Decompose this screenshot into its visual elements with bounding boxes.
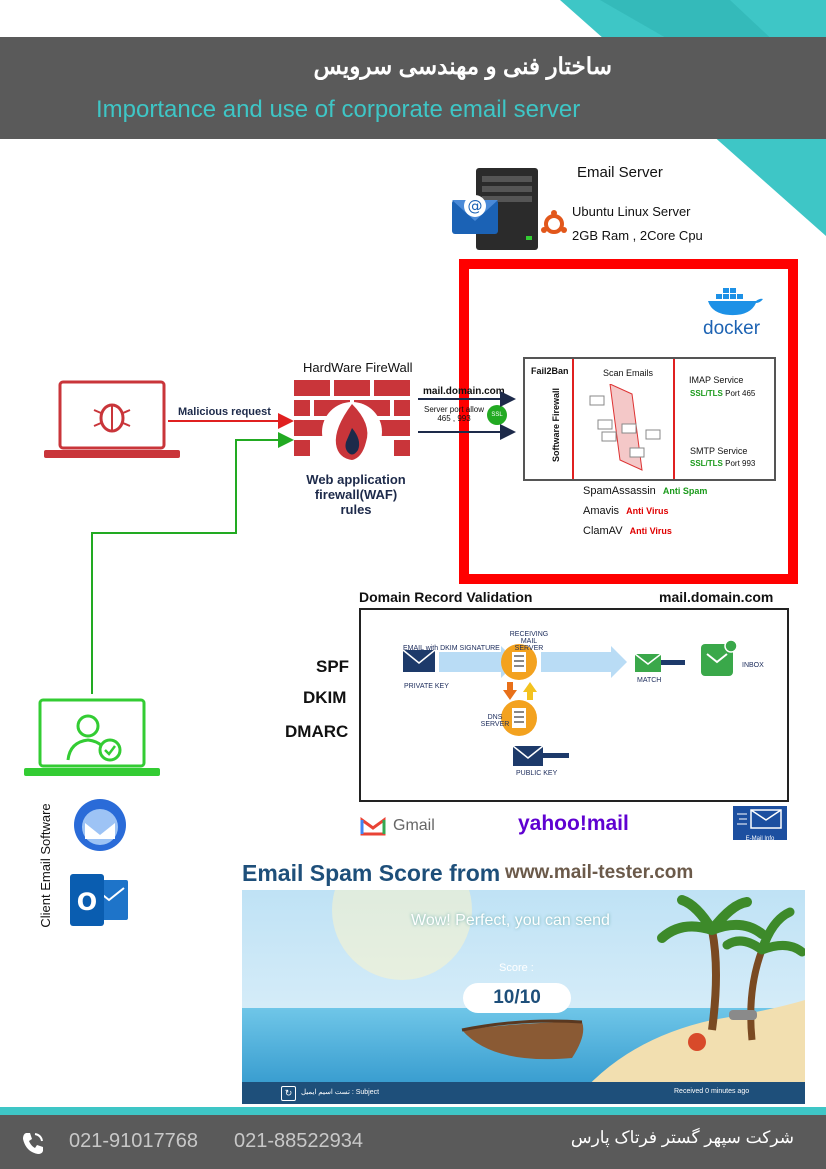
spam-score-url[interactable]: www.mail-tester.com: [505, 862, 694, 883]
spam-score-value: 10/10: [463, 983, 571, 1013]
malicious-request-label: Malicious request: [178, 406, 271, 418]
tool-tag: Anti Virus: [629, 526, 672, 536]
gmail-icon: [360, 817, 386, 836]
outlook-icon: O: [70, 874, 128, 926]
hardware-firewall-title: HardWare FireWall: [303, 360, 413, 375]
firewall-icon: [294, 380, 410, 462]
header-banner: [0, 37, 826, 139]
docker-whale-icon: [708, 288, 763, 316]
page-title-fa: ساختار فنی و مهندسی سرویس: [313, 53, 613, 79]
svg-text:@: @: [468, 197, 483, 215]
mail-stack-box: [523, 357, 776, 481]
spam-subject: تست اسیم ایمیل : Subject: [301, 1089, 380, 1096]
imap-ssl: SSL/TLS: [690, 389, 723, 398]
client-laptop-icon: [24, 698, 160, 776]
server-spec: 2GB Ram , 2Core Cpu: [572, 228, 703, 243]
firewall-domain: mail.domain.com: [423, 386, 505, 397]
tool-spamassassin: SpamAssassin Anti Spam: [583, 485, 707, 497]
fail2ban-label: Fail2Ban: [531, 366, 569, 376]
scan-filter-icon: [589, 384, 661, 471]
tool-tag: Anti Spam: [662, 486, 708, 496]
imap-port: Port 465: [725, 389, 756, 398]
record-dkim: DKIM: [303, 688, 347, 707]
dkim-match: MATCH: [637, 677, 662, 684]
imap-service-title: IMAP Service: [689, 375, 744, 385]
company-name: شرکت سپهر گستر فرتاک پارس: [570, 1128, 794, 1147]
refresh-icon[interactable]: ↻: [281, 1086, 296, 1101]
waf-line-2: firewall(WAF): [314, 487, 398, 502]
thunderbird-icon: [74, 799, 126, 851]
ssl-lock-icon: SSL: [487, 405, 507, 425]
dkim-diagram-box: [359, 608, 789, 802]
dkim-dns: DNS SERVER: [480, 714, 510, 728]
waf-line-3: rules: [340, 502, 372, 517]
waf-line-1: Web application: [306, 472, 406, 487]
dkim-private-key: PRIVATE KEY: [404, 683, 449, 690]
ubuntu-icon: [541, 210, 567, 234]
validation-domain: mail.domain.com: [659, 589, 774, 605]
spam-footer-bar: [242, 1082, 805, 1104]
dkim-flow-graphic: [402, 639, 738, 766]
dkim-receiving: RECEIVING MAIL SERVER: [508, 631, 550, 652]
smtp-ssl: SSL/TLS: [690, 459, 723, 468]
footer-accent-bar: [0, 1107, 826, 1115]
imap-service-detail: SSL/TLS Port 465: [690, 389, 755, 398]
tool-clamav: ClamAV Anti Virus: [583, 525, 672, 537]
client-software-label: Client Email Software: [38, 803, 53, 928]
validation-title: Domain Record Validation: [359, 589, 533, 605]
tool-name: Amavis: [583, 505, 620, 517]
tool-amavis: Amavis Anti Virus: [583, 505, 668, 517]
spam-received: Received 0 minutes ago: [674, 1088, 750, 1095]
phone-icon: [23, 1133, 43, 1154]
svg-text:O: O: [77, 888, 97, 916]
docker-logo-text: docker: [703, 318, 761, 339]
tool-name: SpamAssassin: [583, 485, 656, 497]
port-line-1: Server port allow: [423, 405, 485, 414]
spam-score-label: Score :: [499, 962, 534, 974]
waf-label: Web application firewall(WAF) rules: [286, 472, 426, 517]
dns-line-2: SERVER: [480, 721, 510, 728]
attacker-laptop-icon: [44, 380, 180, 458]
firewall-port-text: Server port allow 465 , 993: [421, 405, 487, 423]
phone-number-2[interactable]: 021-88522934: [234, 1130, 364, 1152]
receiving-line-2: MAIL SERVER: [514, 638, 544, 652]
emailinfo-label: E-Mail Info: [745, 836, 775, 842]
page-title-en: Importance and use of corporate email se…: [96, 96, 581, 123]
port-line-2: 465 , 993: [437, 414, 471, 423]
smtp-service-title: SMTP Service: [690, 446, 748, 456]
tool-tag: Anti Virus: [626, 506, 669, 516]
spam-message: Wow! Perfect, you can send: [411, 912, 610, 929]
server-title: Email Server: [577, 164, 663, 181]
emailinfo-envelope-icon: [737, 809, 782, 829]
footer-bar: [0, 1115, 826, 1169]
tool-name: ClamAV: [583, 525, 623, 537]
dkim-email-label: EMAIL with DKIM SIGNATURE: [403, 645, 500, 652]
dkim-public-key: PUBLIC KEY: [516, 770, 558, 777]
scan-emails-label: Scan Emails: [603, 368, 654, 378]
emailinfo-logo: E-Mail Info: [733, 806, 787, 842]
server-os: Ubuntu Linux Server: [572, 204, 691, 219]
spam-score-title: Email Spam Score from: [242, 860, 501, 886]
record-dmarc: DMARC: [285, 722, 349, 741]
connector-lines: [91, 391, 516, 694]
phone-number-1[interactable]: 021-91017768: [69, 1130, 199, 1152]
smtp-service-detail: SSL/TLS Port 993: [690, 459, 755, 468]
yahoo-mail-logo: yahoo!mail: [518, 812, 629, 835]
dns-line-1: DNS: [487, 714, 503, 721]
server-icon: @: [452, 168, 538, 250]
gmail-label: Gmail: [393, 817, 435, 834]
receiving-line-1: RECEIVING: [509, 631, 549, 638]
record-spf: SPF: [316, 657, 350, 676]
dkim-inbox: INBOX: [742, 662, 764, 669]
smtp-port: Port 993: [725, 459, 756, 468]
